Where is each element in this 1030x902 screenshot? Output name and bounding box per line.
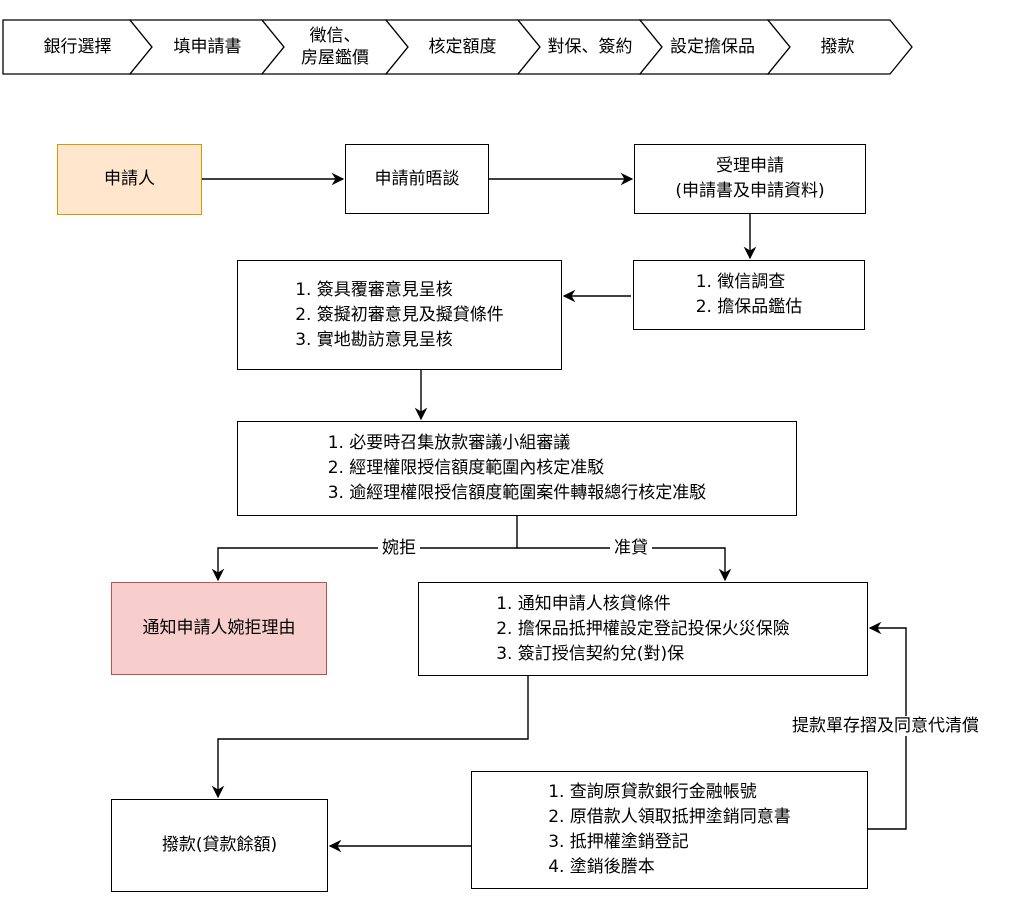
edge-label-payoff: 提款單存摺及同意代清償: [788, 716, 983, 736]
process-step-7: [766, 19, 913, 75]
process-step-3-label: 徵信、 房屋鑑價: [301, 26, 369, 68]
payoff-steps-node: 1. 查詢原貸款銀行金融帳號 2. 原借款人領取抵押塗銷同意書 3. 抵押權塗銷…: [471, 771, 868, 889]
process-bar: [2, 19, 913, 75]
review-node: 1. 簽具覆審意見呈核 2. 簽擬初審意見及擬貸條件 3. 實地勘訪意見呈核: [237, 260, 562, 370]
process-step-2-label: 填申請書: [173, 37, 242, 57]
reject-notice-node: 通知申請人婉拒理由: [111, 582, 327, 675]
process-step-7-label: 撥款: [820, 37, 855, 57]
accept-application-node: 受理申請 (申請書及申請資料): [634, 144, 866, 214]
pre-interview-node: 申請前晤談: [345, 144, 489, 214]
process-step-4-label: 核定額度: [428, 37, 497, 57]
credit-check-node: 1. 徵信調查 2. 擔保品鑑估: [633, 260, 865, 330]
edge-label-approve: 准貸: [610, 538, 652, 558]
applicant-node: 申請人: [57, 144, 202, 215]
process-step-6-label: 設定擔保品: [670, 37, 755, 57]
process-step-1-label: 銀行選擇: [43, 37, 112, 57]
edge-label-reject: 婉拒: [378, 538, 420, 558]
approval-node: 1. 必要時召集放款審議小組審議 2. 經理權限授信額度範圍內核定准駁 3. 逾…: [237, 421, 797, 516]
approve-steps-node: 1. 通知申請人核貸條件 2. 擔保品抵押權設定登記投保火災保險 3. 簽訂授信…: [418, 582, 868, 676]
edge-approval-split: [211, 516, 518, 582]
edge-approval-to-approve: [517, 547, 732, 582]
disburse-node: 撥款(貸款餘額): [111, 799, 328, 892]
process-step-5-label: 對保、簽約: [547, 37, 633, 57]
edge-approve-to-disburse: [211, 676, 529, 799]
